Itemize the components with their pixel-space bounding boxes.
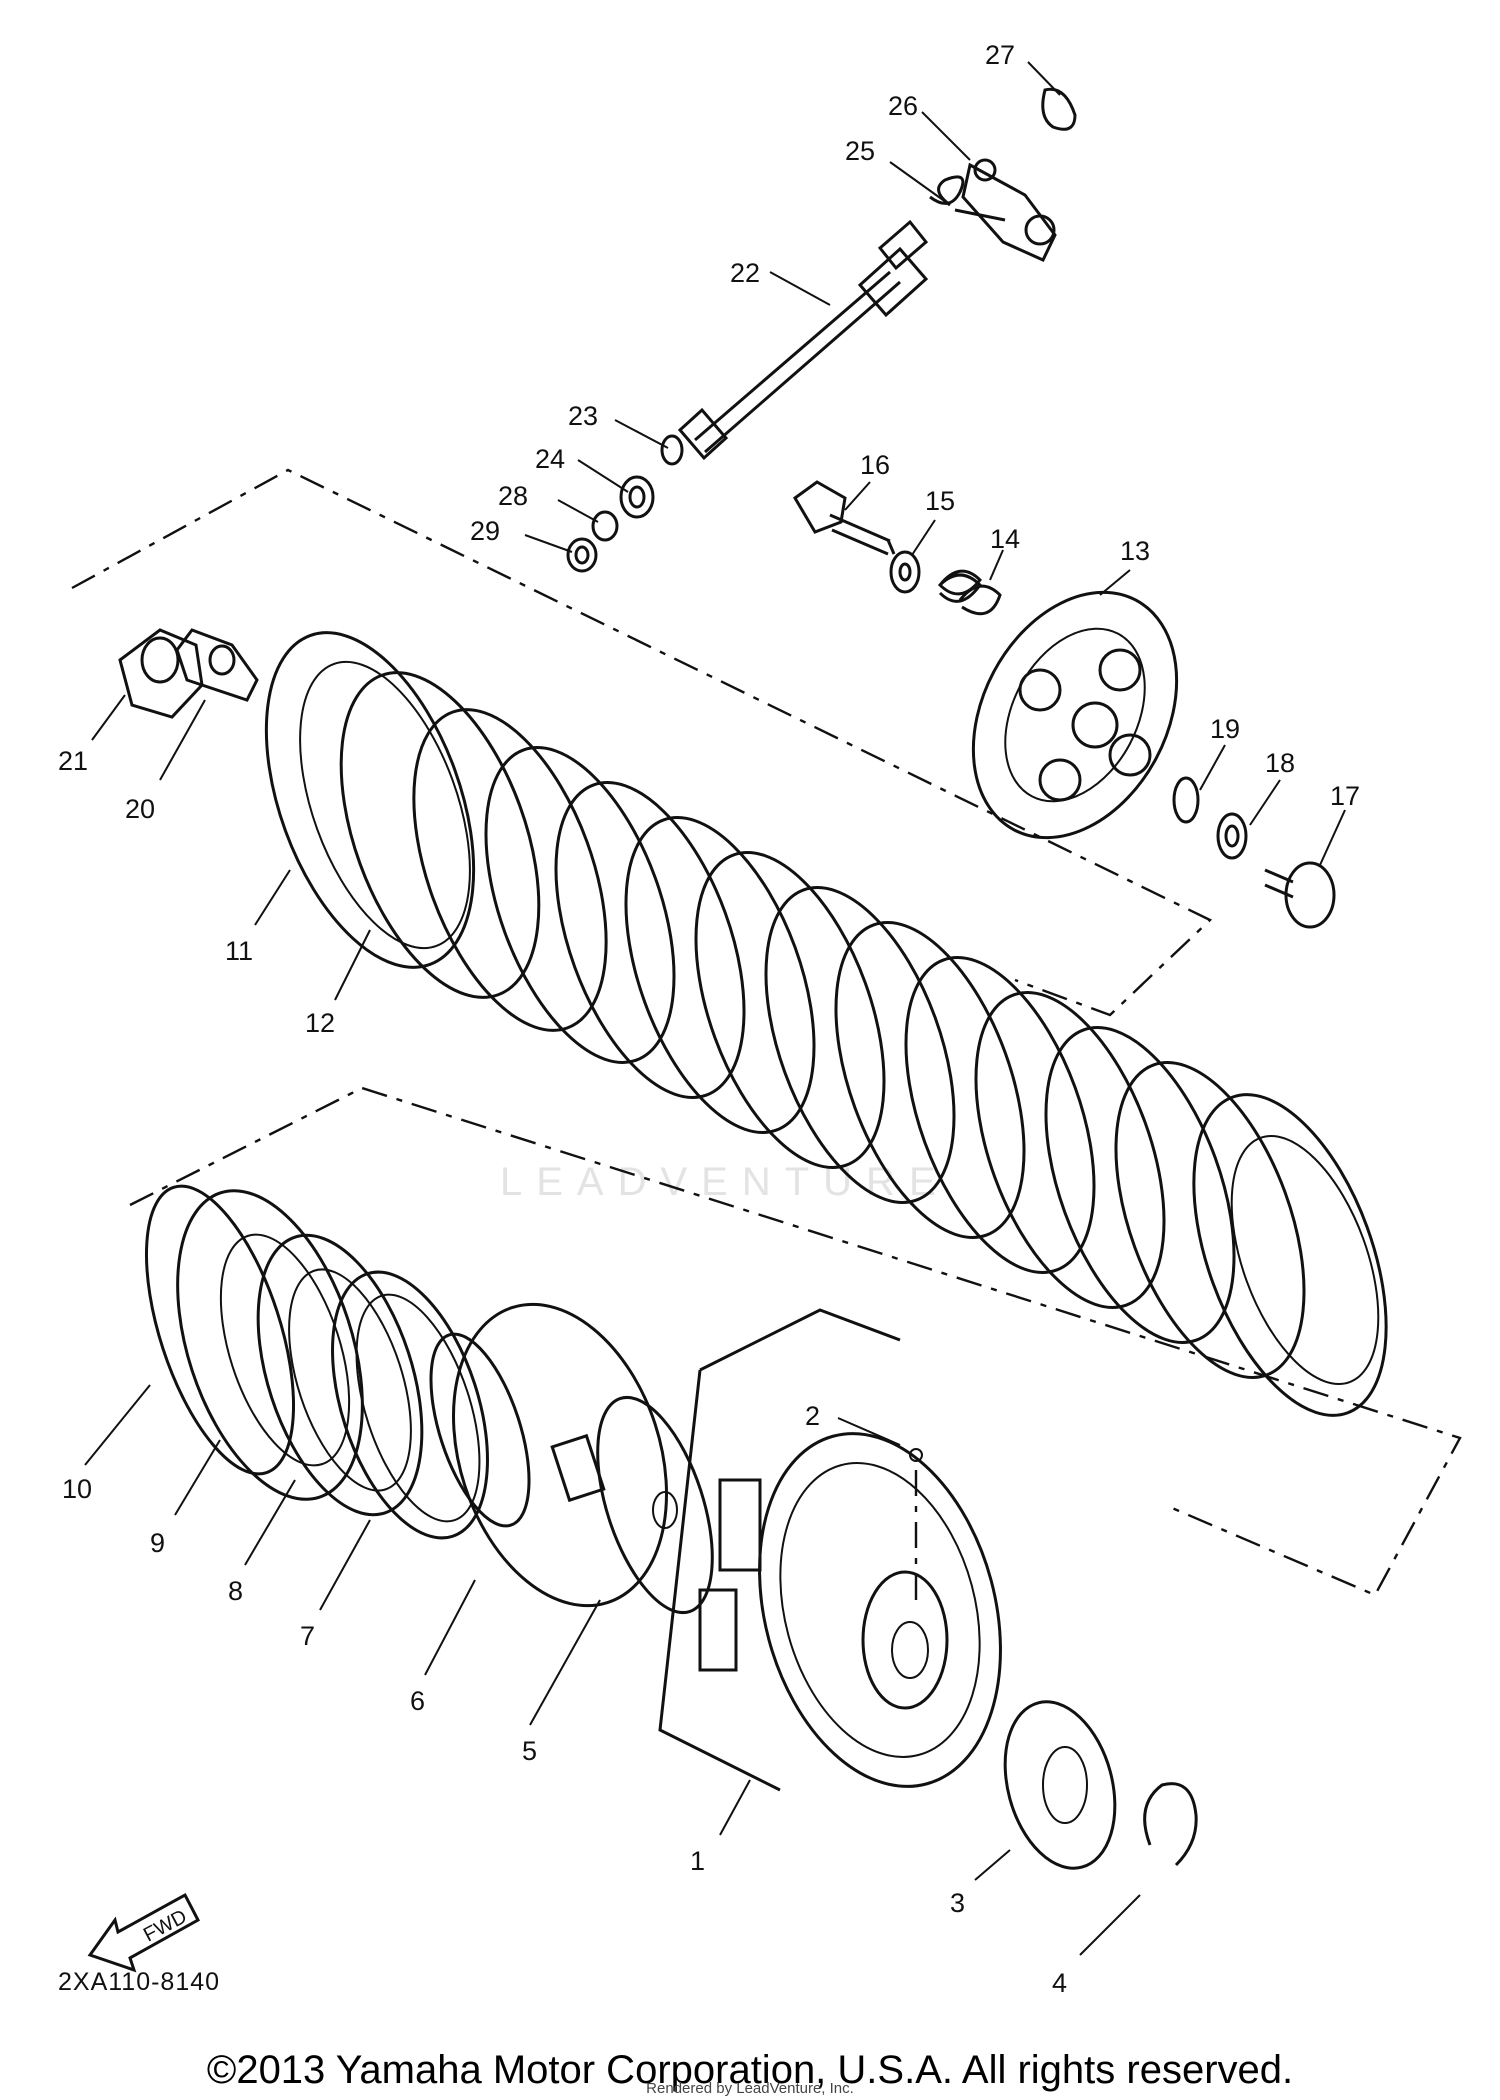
locknut-and-washer bbox=[118, 628, 259, 719]
fwd-arrow-icon: FWD bbox=[87, 1892, 201, 1973]
push-lever bbox=[929, 87, 1077, 262]
callout-25: 25 bbox=[845, 136, 875, 166]
callout-21: 21 bbox=[58, 746, 88, 776]
callout-12: 12 bbox=[305, 1008, 335, 1038]
callout-29: 29 bbox=[470, 516, 500, 546]
callout-7: 7 bbox=[300, 1621, 315, 1651]
bolt-washer-spring bbox=[793, 480, 1002, 616]
callout-9: 9 bbox=[150, 1528, 165, 1558]
callout-3: 3 bbox=[950, 1888, 965, 1918]
callout-14: 14 bbox=[990, 524, 1020, 554]
callout-28: 28 bbox=[498, 481, 528, 511]
callout-2: 2 bbox=[805, 1401, 820, 1431]
pressure-plate-fasteners bbox=[1172, 776, 1336, 929]
callout-6: 6 bbox=[410, 1686, 425, 1716]
callout-20: 20 bbox=[125, 794, 155, 824]
upper-group-box bbox=[71, 468, 1213, 1017]
callout-13: 13 bbox=[1120, 536, 1150, 566]
callout-18: 18 bbox=[1265, 748, 1295, 778]
pressure-plate bbox=[971, 590, 1179, 840]
leader-lines bbox=[84, 61, 1346, 1956]
fwd-label: FWD bbox=[140, 1906, 191, 1947]
copyright-notice: ©2013 Yamaha Motor Corporation, U.S.A. A… bbox=[206, 2048, 1294, 2092]
callout-11: 11 bbox=[225, 936, 253, 966]
lower-group-box bbox=[129, 1086, 1462, 1597]
watermark-text: LEADVENTURE bbox=[500, 1160, 950, 1204]
lower-clutch-parts bbox=[144, 1184, 714, 1615]
callout-24: 24 bbox=[535, 444, 565, 474]
callout-labels: 1 2 3 4 5 6 7 8 9 10 11 12 13 14 15 16 1… bbox=[58, 40, 1360, 1998]
push-lever-shaft bbox=[677, 219, 929, 461]
drawing-code: 2XA110-8140 bbox=[58, 1968, 221, 1996]
callout-5: 5 bbox=[522, 1736, 537, 1766]
callout-4: 4 bbox=[1052, 1968, 1067, 1998]
callout-17: 17 bbox=[1330, 781, 1360, 811]
callout-10: 10 bbox=[62, 1474, 92, 1504]
kick-idle-gear bbox=[1003, 1700, 1117, 1870]
circlip bbox=[1143, 1782, 1198, 1867]
callout-16: 16 bbox=[860, 450, 890, 480]
callout-15: 15 bbox=[925, 486, 955, 516]
callout-27: 27 bbox=[985, 40, 1015, 70]
callout-19: 19 bbox=[1210, 714, 1240, 744]
small-washers bbox=[566, 434, 684, 573]
clutch-plate-stack bbox=[264, 631, 1388, 1417]
callout-1: 1 bbox=[690, 1846, 705, 1876]
callout-23: 23 bbox=[568, 401, 598, 431]
callout-22: 22 bbox=[730, 258, 760, 288]
render-credit: Rendered by LeadVenture, Inc. bbox=[646, 2080, 854, 2097]
callout-26: 26 bbox=[888, 91, 918, 121]
primary-driven-gear-housing bbox=[658, 1308, 1002, 1792]
callout-8: 8 bbox=[228, 1576, 243, 1606]
